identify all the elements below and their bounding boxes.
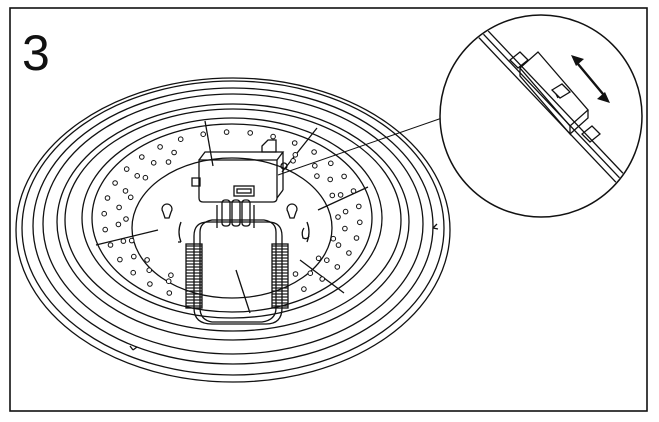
- led-dot: [131, 253, 137, 260]
- led-dot: [168, 272, 174, 279]
- led-dot: [327, 176, 334, 183]
- double-headed-arrow-icon: [571, 55, 610, 103]
- led-dot: [324, 257, 330, 264]
- step-number: 3: [22, 25, 50, 81]
- led-dot: [335, 214, 341, 220]
- led-dot: [329, 192, 336, 199]
- led-dot: [334, 264, 341, 270]
- led-dot: [107, 242, 114, 248]
- keyhole-slot-right: [286, 203, 298, 219]
- led-dot: [350, 188, 357, 194]
- terminal-block: [191, 139, 288, 203]
- led-dot: [142, 174, 149, 181]
- led-dot: [102, 226, 108, 233]
- led-dot: [335, 242, 342, 248]
- led-dot: [292, 271, 299, 277]
- keyhole-slot-left: [161, 203, 173, 219]
- driver-coil-left: [185, 243, 203, 309]
- led-dot: [312, 163, 318, 169]
- led-dot: [200, 131, 206, 137]
- led-dot: [330, 235, 337, 242]
- callout-leader-line: [277, 117, 443, 176]
- led-dot: [165, 159, 172, 165]
- led-dot: [128, 237, 135, 244]
- led-dot: [146, 267, 152, 274]
- led-dot: [314, 173, 320, 179]
- led-dot: [101, 210, 107, 217]
- led-dot: [311, 149, 317, 155]
- led-dot: [104, 195, 111, 201]
- led-dot: [165, 278, 172, 285]
- led-dot: [292, 152, 299, 158]
- led-dot: [139, 154, 145, 160]
- led-dot: [117, 256, 123, 263]
- led-dot: [112, 180, 118, 186]
- led-dots: [101, 129, 363, 296]
- led-dot: [307, 270, 314, 277]
- led-dot: [157, 144, 163, 150]
- led-dot: [356, 203, 362, 210]
- led-dot: [357, 219, 363, 226]
- led-driver: [185, 219, 289, 325]
- led-dot: [342, 225, 348, 232]
- led-dot: [328, 160, 334, 167]
- detail-callout: [439, 14, 643, 218]
- led-dot: [123, 216, 129, 222]
- led-dot: [127, 194, 134, 201]
- led-dot: [130, 269, 136, 276]
- led-dot: [342, 208, 349, 215]
- led-dot: [319, 276, 326, 282]
- led-dot: [177, 136, 184, 142]
- led-dot: [290, 158, 296, 164]
- led-dot: [134, 173, 140, 179]
- led-dot: [123, 166, 130, 172]
- led-dot: [291, 140, 298, 146]
- led-dot: [353, 235, 360, 241]
- led-dot: [337, 192, 344, 198]
- driver-coil-right: [271, 243, 289, 309]
- lamp-base: [15, 77, 451, 383]
- led-dot: [120, 238, 127, 244]
- led-dot: [116, 204, 122, 211]
- led-dot: [346, 250, 352, 256]
- wire-connector: [519, 51, 589, 136]
- led-dot: [150, 160, 157, 166]
- led-dot: [270, 133, 276, 140]
- led-dot: [223, 129, 230, 135]
- led-dot: [247, 130, 253, 136]
- led-dot: [166, 290, 173, 296]
- led-dot: [315, 255, 322, 262]
- led-dot: [144, 257, 150, 263]
- led-dot: [115, 221, 122, 228]
- led-dot: [147, 281, 153, 287]
- led-dot: [122, 188, 129, 194]
- led-dot: [341, 173, 347, 180]
- led-dot: [301, 286, 307, 292]
- led-dot: [171, 149, 177, 156]
- driver-wires: [216, 199, 255, 228]
